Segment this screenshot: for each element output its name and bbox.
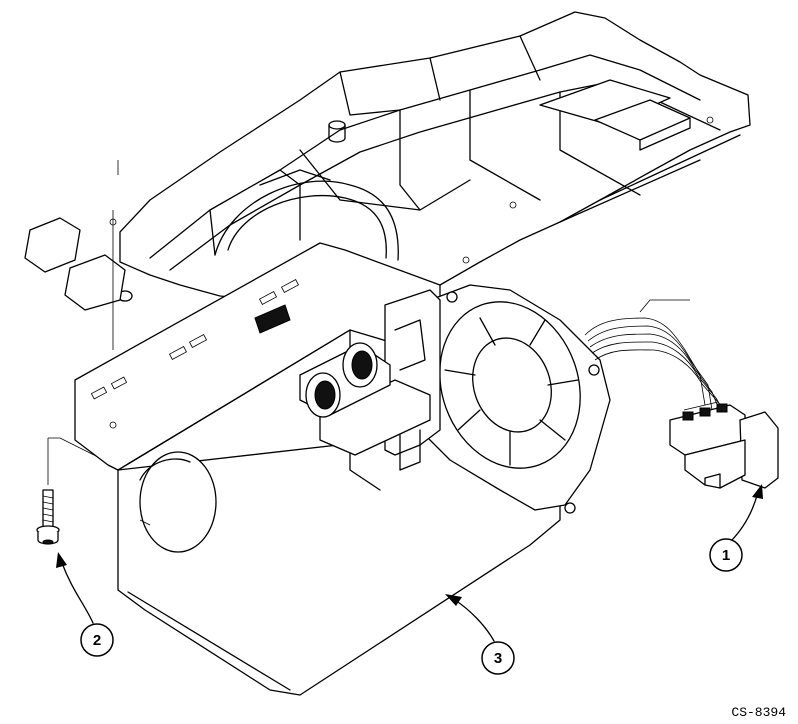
callout-1-label: 1 — [722, 547, 730, 564]
connector-part — [670, 404, 778, 488]
callout-2: 2 — [81, 624, 113, 656]
screw-part — [37, 490, 59, 544]
callout-3: 3 — [482, 642, 514, 674]
figure-id: CS-8394 — [731, 705, 786, 720]
callout-3-label: 3 — [494, 650, 502, 667]
callout-2-label: 2 — [93, 632, 101, 649]
callout-1: 1 — [710, 539, 742, 571]
